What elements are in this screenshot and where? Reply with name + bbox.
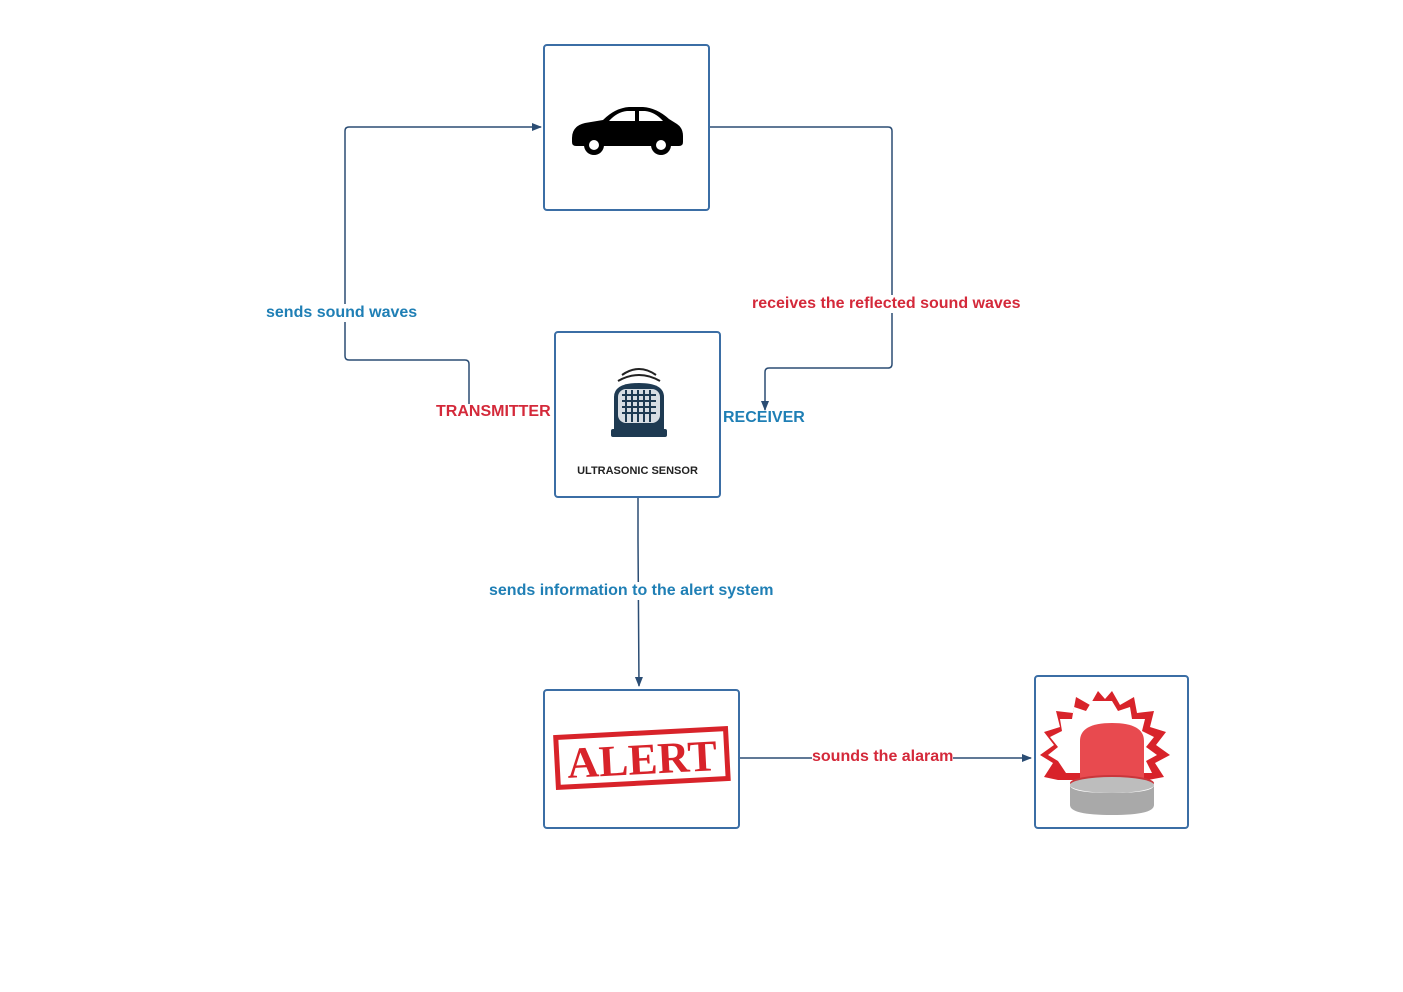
ultrasonic-sensor-box: ULTRASONIC SENSOR (554, 331, 721, 498)
alert-stamp-icon: ALERT (553, 725, 731, 791)
alert-stamp-text: ALERT (566, 731, 718, 788)
alarm-siren-icon (1040, 691, 1170, 815)
alarm-siren-box (1034, 675, 1189, 829)
sensor-caption: ULTRASONIC SENSOR (577, 465, 698, 477)
label-sends-information: sends information to the alert system (489, 582, 774, 600)
car-to-receiver-line (709, 126, 893, 411)
car-icon (572, 107, 683, 155)
label-sends-sound-waves: sends sound waves (266, 304, 418, 322)
label-receives-reflected: receives the reflected sound waves (752, 295, 1021, 313)
sensor-to-alert-line (634, 497, 643, 687)
label-sounds-alarm: sounds the alaram (812, 748, 954, 766)
label-receiver: RECEIVER (723, 409, 805, 426)
ultrasonic-sensor-icon (611, 368, 667, 437)
transmitter-to-car-line (344, 123, 542, 404)
car-box (543, 44, 710, 211)
label-transmitter: TRANSMITTER (436, 403, 551, 420)
alert-box: ALERT (543, 689, 740, 829)
